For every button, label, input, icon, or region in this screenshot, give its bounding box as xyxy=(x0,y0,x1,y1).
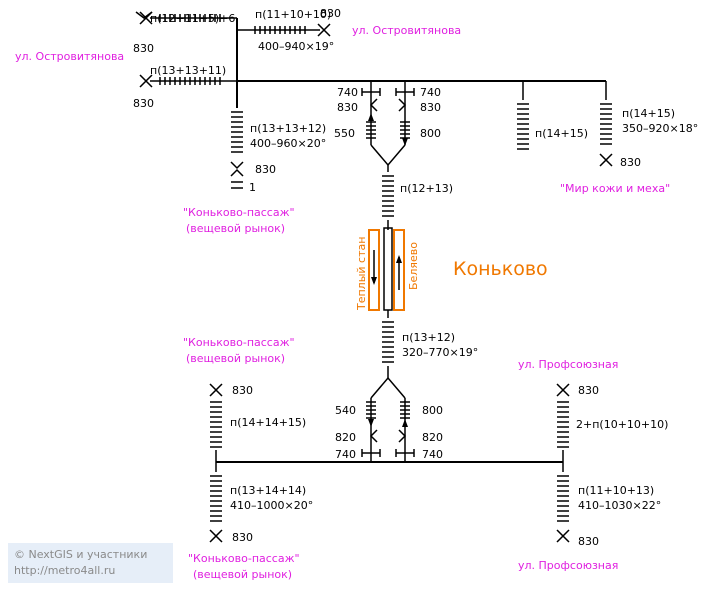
konkovo-passazh-1: "Коньково-пассаж" xyxy=(183,206,295,219)
door-right-icon xyxy=(214,383,223,397)
konkovo-passazh-3b: (вещевой рынок) xyxy=(193,568,292,581)
stairs-top-3 xyxy=(159,77,221,85)
door-icon xyxy=(369,98,378,112)
door-icon xyxy=(398,98,407,112)
label-steps-sw-top: п(14+14+15) xyxy=(230,416,306,429)
escalator-left-north xyxy=(366,121,376,139)
width-550: 550 xyxy=(334,127,355,140)
stairs-n-center xyxy=(382,175,394,217)
label-steps-nw: п(13+13+12) xyxy=(250,122,326,135)
width-1: 1 xyxy=(249,181,256,194)
stairs-s-center xyxy=(382,321,394,363)
track-right xyxy=(393,229,405,311)
label-steps-sw-bot-dim: 410–1000×20° xyxy=(230,499,313,512)
width-740-b: 740 xyxy=(420,86,441,99)
copyright-notice: © NextGIS и участники http://metro4all.r… xyxy=(8,543,173,583)
street-profsoyuznaya-2: ул. Профсоюзная xyxy=(518,559,618,572)
station-name: Коньково xyxy=(453,258,548,280)
door-right-icon xyxy=(561,529,570,543)
door-top-icon xyxy=(230,161,244,170)
stairs-se-top xyxy=(557,401,569,448)
door-right-icon xyxy=(144,11,153,25)
label-steps-se-bot-dim: 410–1030×22° xyxy=(578,499,661,512)
arrow-down-icon xyxy=(371,277,377,285)
south-fork-join xyxy=(370,376,406,399)
street-ostrovityanova-1: ул. Островитянова xyxy=(15,50,124,63)
door-right-icon xyxy=(322,23,331,37)
stairs-top-2 xyxy=(254,26,306,34)
width-830-e: 830 xyxy=(620,156,641,169)
width-830-b: 830 xyxy=(133,97,154,110)
width-800-a: 800 xyxy=(420,127,441,140)
stairs-sw-bot xyxy=(210,475,222,522)
label-steps-se-bot: п(11+10+13) xyxy=(578,484,654,497)
arrow-up-icon xyxy=(368,113,374,121)
door-right-icon xyxy=(214,529,223,543)
stairs-sw-top xyxy=(210,401,222,448)
width-830-i: 830 xyxy=(232,531,253,544)
door-icon xyxy=(369,429,378,443)
door-bottom-icon xyxy=(230,168,244,177)
konkovo-passazh-3: "Коньково-пассаж" xyxy=(188,552,300,565)
label-steps-top2: п(11+10+10) xyxy=(255,8,331,21)
credit-url[interactable]: http://metro4all.ru xyxy=(14,564,116,577)
arrow-up-icon xyxy=(396,255,402,263)
stairs-ne xyxy=(600,103,612,145)
label-steps-top2-dim: 400–940×19° xyxy=(258,40,334,53)
width-830-c: 830 xyxy=(320,7,341,20)
street-profsoyuznaya-1: ул. Профсоюзная xyxy=(518,358,618,371)
door-right-icon xyxy=(144,74,153,88)
label-steps-n1: п(14+15) xyxy=(535,127,588,140)
copyright-line: © NextGIS и участники xyxy=(14,548,148,561)
escalator-left-south xyxy=(366,401,376,419)
label-steps-s-center: п(13+12) xyxy=(402,331,455,344)
width-820-b: 820 xyxy=(422,431,443,444)
platform xyxy=(383,227,393,311)
width-540: 540 xyxy=(335,404,356,417)
track-left xyxy=(368,229,380,311)
width-800-b: 800 xyxy=(422,404,443,417)
konkovo-passazh-2: "Коньково-пассаж" xyxy=(183,336,295,349)
arrow-down-icon xyxy=(368,419,374,427)
label-steps-top3: п(13+13+11) xyxy=(150,64,226,77)
width-740-a: 740 xyxy=(337,86,358,99)
label-steps-n-center: п(12+13) xyxy=(400,182,453,195)
width-830-f: 830 xyxy=(337,101,358,114)
mir-kozhi: "Мир кожи и меха" xyxy=(560,182,670,195)
door-right-icon xyxy=(561,383,570,397)
width-740-d: 740 xyxy=(422,448,443,461)
direction-belyaevo: Беляево xyxy=(407,242,420,290)
label-steps-top1: п(12+11+5)+6 xyxy=(150,12,235,25)
stairs-se-bot xyxy=(557,475,569,522)
label-steps-ne-dim: 350–920×18° xyxy=(622,122,698,135)
door-right-icon xyxy=(604,153,613,167)
label-steps-s-center-dim: 320–770×19° xyxy=(402,346,478,359)
width-830-j: 830 xyxy=(578,384,599,397)
label-steps-ne: п(14+15) xyxy=(622,107,675,120)
arrow-down-icon xyxy=(402,138,408,146)
label-steps-se-top: 2+п(10+10+10) xyxy=(576,418,668,431)
width-740-c: 740 xyxy=(335,448,356,461)
label-steps-nw-dim: 400–960×20° xyxy=(250,137,326,150)
north-fork-join xyxy=(370,144,406,167)
stairs-nw xyxy=(231,111,243,153)
label-steps-sw-bot: п(13+14+14) xyxy=(230,484,306,497)
width-830-g: 830 xyxy=(420,101,441,114)
width-830-a: 830 xyxy=(133,42,154,55)
konkovo-passazh-1b: (вещевой рынок) xyxy=(186,222,285,235)
width-830-k: 830 xyxy=(578,535,599,548)
width-830-d: 830 xyxy=(255,163,276,176)
arrow-up-icon xyxy=(402,419,408,427)
direction-tepliy-stan: Теплый стан xyxy=(355,237,368,311)
escalator-right-south xyxy=(400,401,410,419)
konkovo-passazh-2b: (вещевой рынок) xyxy=(186,352,285,365)
street-ostrovityanova-2: ул. Островитянова xyxy=(352,24,461,37)
door-icon xyxy=(398,429,407,443)
stairs-top-1 xyxy=(159,14,221,22)
width-830-h: 830 xyxy=(232,384,253,397)
width-820-a: 820 xyxy=(335,431,356,444)
stairs-n1 xyxy=(517,103,529,150)
